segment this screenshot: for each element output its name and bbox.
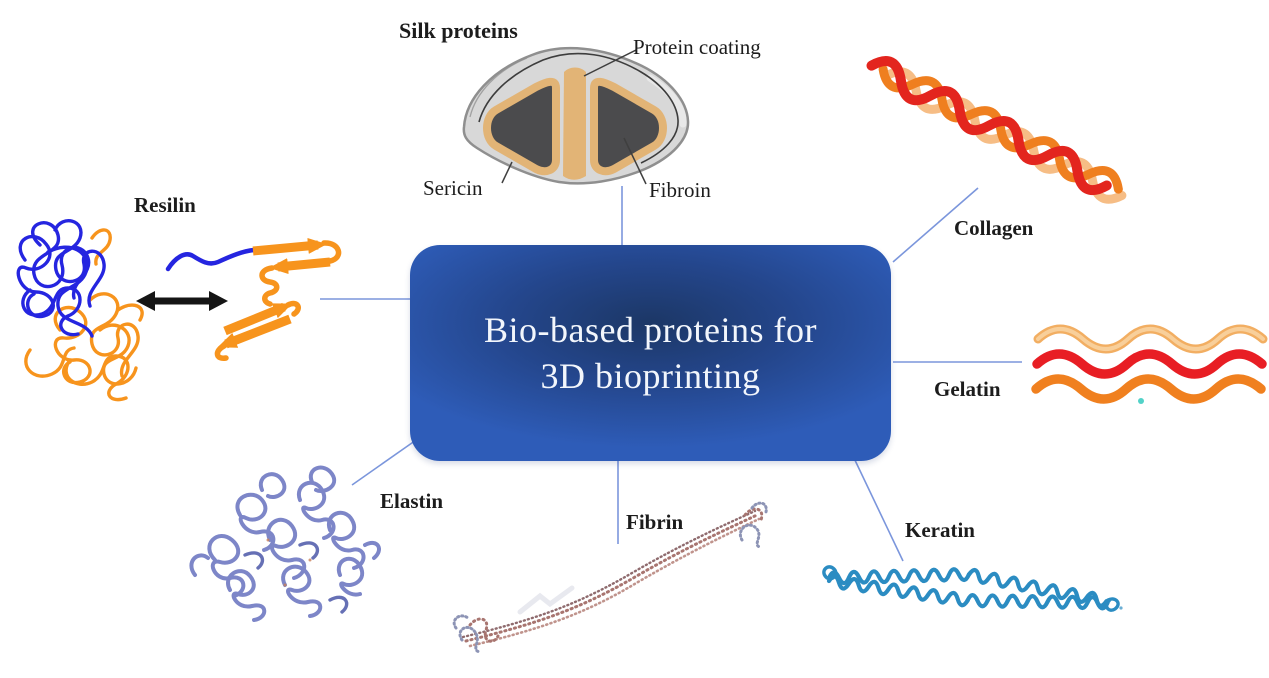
leader-sericin — [501, 161, 513, 184]
connector-collagen — [892, 187, 979, 263]
label-keratin: Keratin — [905, 518, 975, 542]
label-silk-proteins: Silk proteins — [399, 18, 518, 43]
fibroin-core-shape — [590, 77, 667, 176]
elastin-illustration — [189, 465, 381, 622]
central-title-line2: 3D bioprinting — [540, 356, 761, 396]
label-sericin: Sericin — [423, 176, 483, 200]
label-elastin: Elastin — [380, 489, 444, 513]
leader-protein-coating — [583, 49, 637, 77]
label-collagen: Collagen — [954, 216, 1034, 240]
resilin-illustration — [16, 219, 342, 402]
fibrin-illustration — [452, 501, 768, 654]
leader-fibroin — [623, 137, 647, 185]
collagen-illustration — [866, 56, 1127, 204]
label-fibrin: Fibrin — [626, 510, 684, 534]
connector-lines — [320, 186, 1022, 562]
gelatin-teal-dot — [1138, 398, 1144, 404]
gelatin-illustration — [1031, 324, 1268, 404]
label-resilin: Resilin — [134, 193, 196, 217]
label-protein-coating: Protein coating — [633, 35, 761, 59]
connector-keratin — [852, 455, 904, 562]
resilin-tangle — [16, 219, 144, 402]
central-title-line1: Bio-based proteins for — [484, 310, 817, 350]
sericin-core-shape — [483, 77, 560, 176]
label-fibroin: Fibroin — [649, 178, 711, 202]
silk-cross-section-illustration — [462, 46, 690, 185]
resilin-double-arrow — [136, 291, 228, 311]
keratin-illustration — [822, 565, 1123, 612]
central-node: Bio-based proteins for 3D bioprinting — [410, 245, 891, 461]
label-gelatin: Gelatin — [934, 377, 1001, 401]
connector-elastin — [351, 437, 420, 486]
resilin-unfolded-structure — [165, 237, 342, 362]
